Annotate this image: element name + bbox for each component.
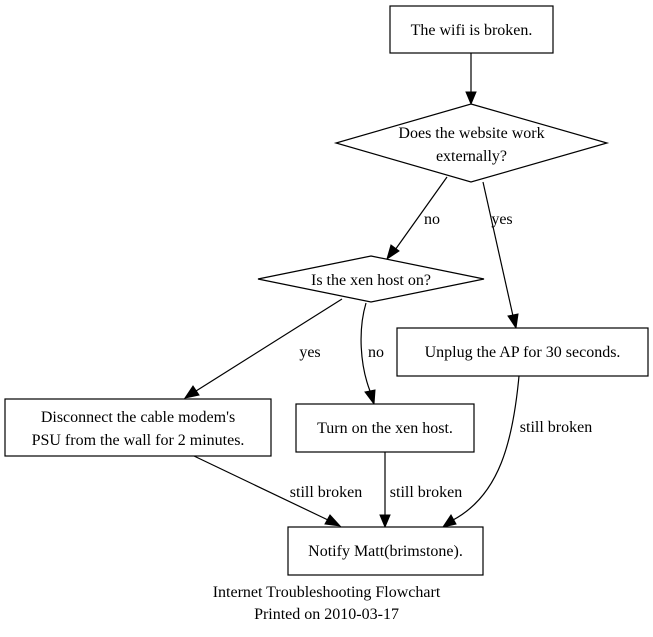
edge-website-to-unplug	[482, 181, 514, 317]
node-box	[295, 403, 475, 453]
node-label: Unplug the AP for 30 seconds.	[425, 344, 621, 361]
node-label-line-1: Disconnect the cable modem's	[41, 409, 235, 426]
node-turn-on-xen: Turn on the xen host.	[295, 403, 475, 453]
node-box	[389, 5, 554, 54]
edge-label-no: no	[424, 211, 440, 228]
node-label: Notify Matt(brimstone).	[308, 543, 463, 560]
arrowhead	[183, 385, 200, 399]
edge-website-to-xen	[394, 176, 448, 251]
edge-label-yes: yes	[491, 211, 512, 228]
node-xen-host-on: Is the xen host on?	[257, 255, 485, 303]
edge-disconnect-to-notify	[193, 455, 329, 521]
arrowhead	[507, 313, 519, 330]
node-label-line-2: externally?	[436, 148, 507, 165]
node-label: Is the xen host on?	[311, 272, 431, 289]
arrowhead	[324, 514, 342, 527]
edge-label-no: no	[368, 344, 384, 361]
edges	[183, 53, 520, 529]
arrowhead	[364, 389, 376, 406]
caption-title: Internet Troubleshooting Flowchart	[213, 584, 441, 601]
node-diamond	[257, 255, 485, 303]
edge-label-yes: yes	[299, 344, 320, 361]
node-label-line-1: Does the website work	[398, 125, 544, 142]
edge-label-still-broken: still broken	[390, 484, 462, 501]
arrowhead	[386, 244, 400, 261]
arrowhead	[379, 514, 391, 529]
node-label: Turn on the xen host.	[317, 420, 453, 437]
arrowhead	[441, 514, 457, 528]
node-label-line-2: PSU from the wall for 2 minutes.	[32, 432, 245, 449]
node-label: The wifi is broken.	[411, 22, 533, 39]
node-box	[396, 327, 649, 377]
edge-label-still-broken: still broken	[290, 484, 362, 501]
node-box	[287, 526, 484, 576]
edge-unplug-to-notify	[452, 375, 520, 521]
arrowhead	[465, 91, 477, 106]
edge-xen-to-disconnect	[195, 298, 343, 392]
node-unplug-ap: Unplug the AP for 30 seconds.	[396, 327, 649, 377]
node-box	[4, 398, 272, 457]
edge-labels: no yes yes no still broken still broken …	[290, 211, 592, 501]
edge-label-still-broken: still broken	[520, 419, 592, 436]
caption: Internet Troubleshooting Flowchart Print…	[213, 584, 441, 623]
node-wifi-broken: The wifi is broken.	[389, 5, 554, 54]
node-diamond	[333, 103, 610, 183]
node-disconnect-modem: Disconnect the cable modem's PSU from th…	[4, 398, 272, 457]
caption-printed-date: Printed on 2010-03-17	[254, 606, 399, 623]
edge-xen-to-turnon	[360, 302, 371, 392]
node-notify-matt: Notify Matt(brimstone).	[287, 526, 484, 576]
node-website-external: Does the website work externally?	[333, 103, 610, 183]
